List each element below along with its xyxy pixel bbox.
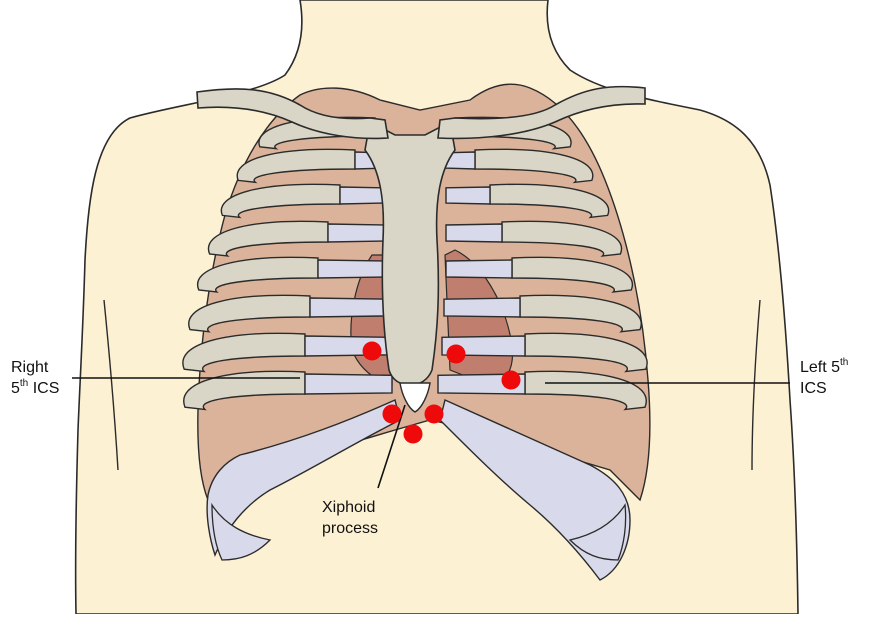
electrode-marker	[446, 344, 466, 364]
arm-crease-right	[751, 299, 761, 471]
costal-margin-right	[206, 399, 401, 558]
rib-cartilage-3	[339, 186, 385, 205]
rib-bone-7	[182, 332, 306, 373]
electrode-marker	[362, 341, 382, 361]
left-label-line2: ICS	[800, 380, 827, 397]
rib-bone-8	[524, 370, 647, 411]
right-label-line1: Right	[11, 359, 49, 376]
electrode-marker	[501, 370, 521, 390]
clavicle-right	[196, 88, 389, 140]
rib-bone-4	[207, 220, 329, 257]
xiphoid-pointer	[377, 404, 406, 489]
floating-ribs-right	[211, 502, 272, 561]
electrode-marker	[424, 404, 444, 424]
xiphoid-label: Xiphoid process	[322, 497, 378, 539]
rib-cartilage-8	[304, 373, 393, 395]
clavicle-left	[437, 85, 646, 140]
rib-bone-5	[511, 256, 634, 293]
rib-cartilage-5	[317, 259, 385, 279]
rib-cartilage-5	[445, 259, 513, 279]
rib-cartilage-3	[445, 186, 491, 205]
rib-bone-8	[183, 370, 306, 411]
left-label-line1: Left 5th	[800, 356, 849, 376]
xiphoid-label-line2: process	[322, 520, 379, 537]
costal-margin-left	[439, 399, 631, 581]
right-ics-label: Right 5th ICS	[11, 357, 59, 399]
rib-cartilage-4	[445, 223, 503, 243]
rib-bone-2	[474, 148, 594, 184]
left-ics-label: Left 5th ICS	[800, 357, 848, 399]
electrode-marker	[382, 404, 402, 424]
rib-bone-3	[220, 183, 341, 219]
right-label-line2: 5th ICS	[11, 377, 60, 397]
rib-bone-5	[196, 256, 319, 293]
floating-ribs-left	[568, 503, 627, 561]
rib-cartilage-6	[443, 297, 521, 318]
rib-bone-6	[188, 294, 311, 333]
xiphoid-label-line1: Xiphoid	[322, 499, 376, 516]
rib-bone-2	[236, 148, 356, 184]
rib-cartilage-4	[327, 223, 385, 243]
electrode-marker	[403, 424, 423, 444]
rib-bone-4	[501, 220, 623, 257]
rib-bone-3	[489, 183, 610, 219]
arm-crease-left	[103, 299, 119, 471]
rib-bone-7	[524, 332, 648, 373]
xiphoid-process	[399, 382, 431, 413]
rib-cartilage-6	[309, 297, 387, 318]
rib-bone-6	[519, 294, 642, 333]
